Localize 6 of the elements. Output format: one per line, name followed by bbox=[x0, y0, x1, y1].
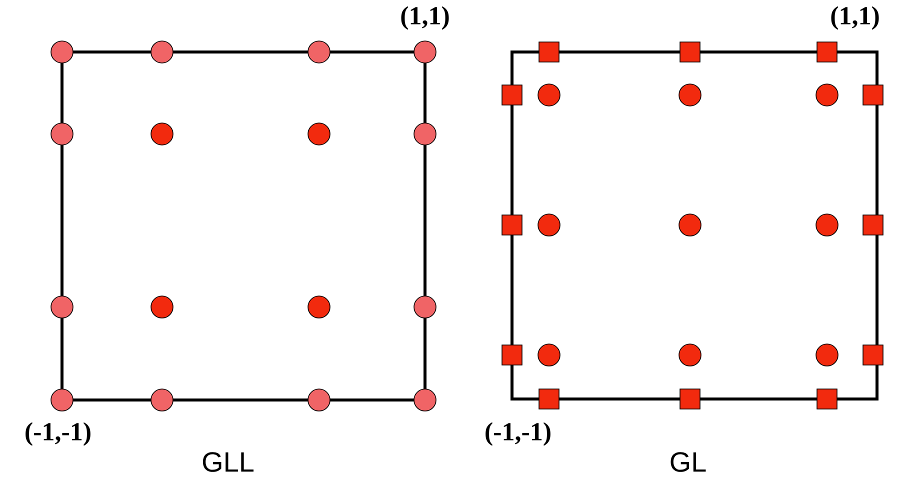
corner-coordinate: (-1,-1) bbox=[26, 422, 90, 446]
panel-label: GL bbox=[670, 452, 706, 472]
corner-coordinate: (1,1) bbox=[401, 6, 449, 30]
corner-coordinate: (1,1) bbox=[831, 6, 879, 30]
corner-coordinate: (-1,-1) bbox=[486, 422, 550, 446]
panel-label: GLL bbox=[202, 452, 254, 472]
